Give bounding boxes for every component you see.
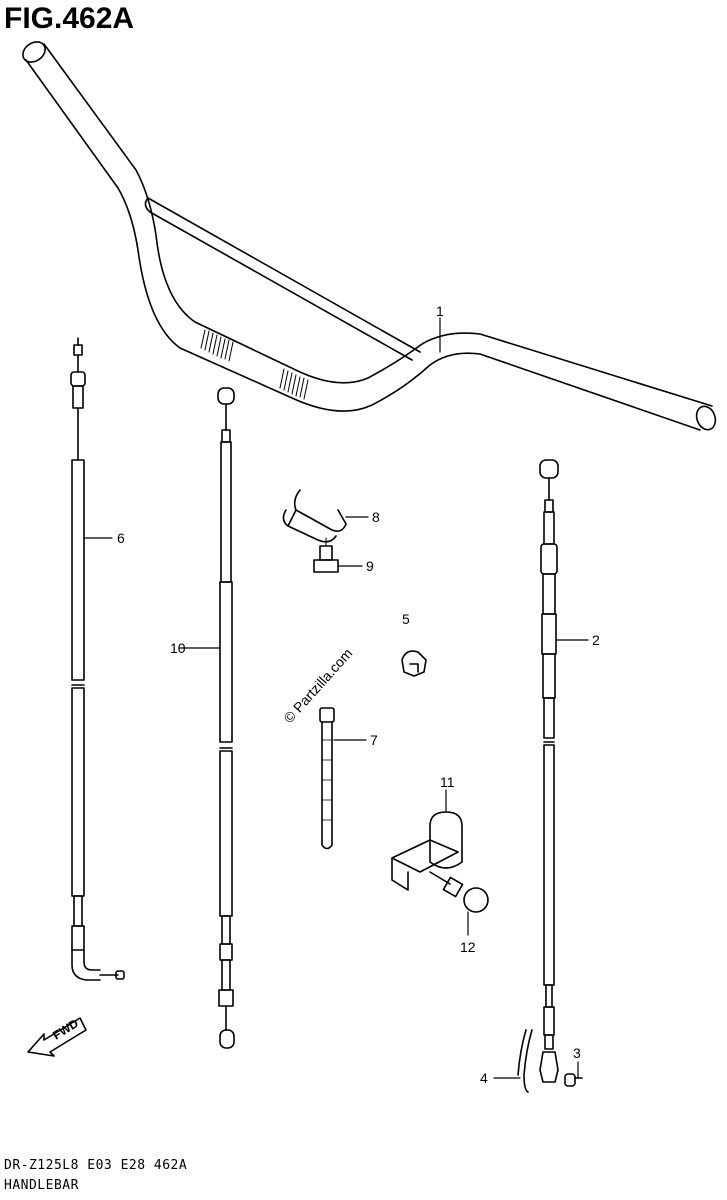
bolt-9-part (313, 537, 363, 573)
bracket-11-part (391, 789, 463, 891)
callout-11: 11 (440, 774, 455, 790)
footer-model-code: DR-Z125L8 E03 E28 462A (4, 1158, 188, 1173)
callout-8: 8 (372, 509, 380, 525)
callout-1: 1 (436, 303, 444, 319)
handlebar-part (22, 41, 717, 431)
watermark: © Partzilla.com (280, 645, 355, 726)
callout-5: 5 (402, 611, 410, 627)
footer-section-title: HANDLEBAR (4, 1178, 79, 1193)
callout-3: 3 (573, 1045, 581, 1061)
figure-title: FIG.462A (4, 2, 135, 35)
callout-2: 2 (592, 632, 600, 648)
callout-6: 6 (117, 530, 125, 546)
callout-10: 10 (170, 640, 186, 656)
cable-tie-7-part (319, 707, 367, 850)
callout-7: 7 (370, 732, 378, 748)
cable-10-part (179, 387, 235, 1049)
fwd-arrow-icon (27, 1017, 87, 1057)
clamp-8-part (282, 489, 369, 543)
cable-6-part (70, 337, 125, 981)
callout-4: 4 (480, 1070, 488, 1086)
cable-2-part (517, 459, 583, 1093)
callout-12: 12 (460, 939, 476, 955)
clip-5-part (401, 650, 427, 677)
callout-9: 9 (366, 558, 374, 574)
bolt-12-part (429, 871, 489, 936)
